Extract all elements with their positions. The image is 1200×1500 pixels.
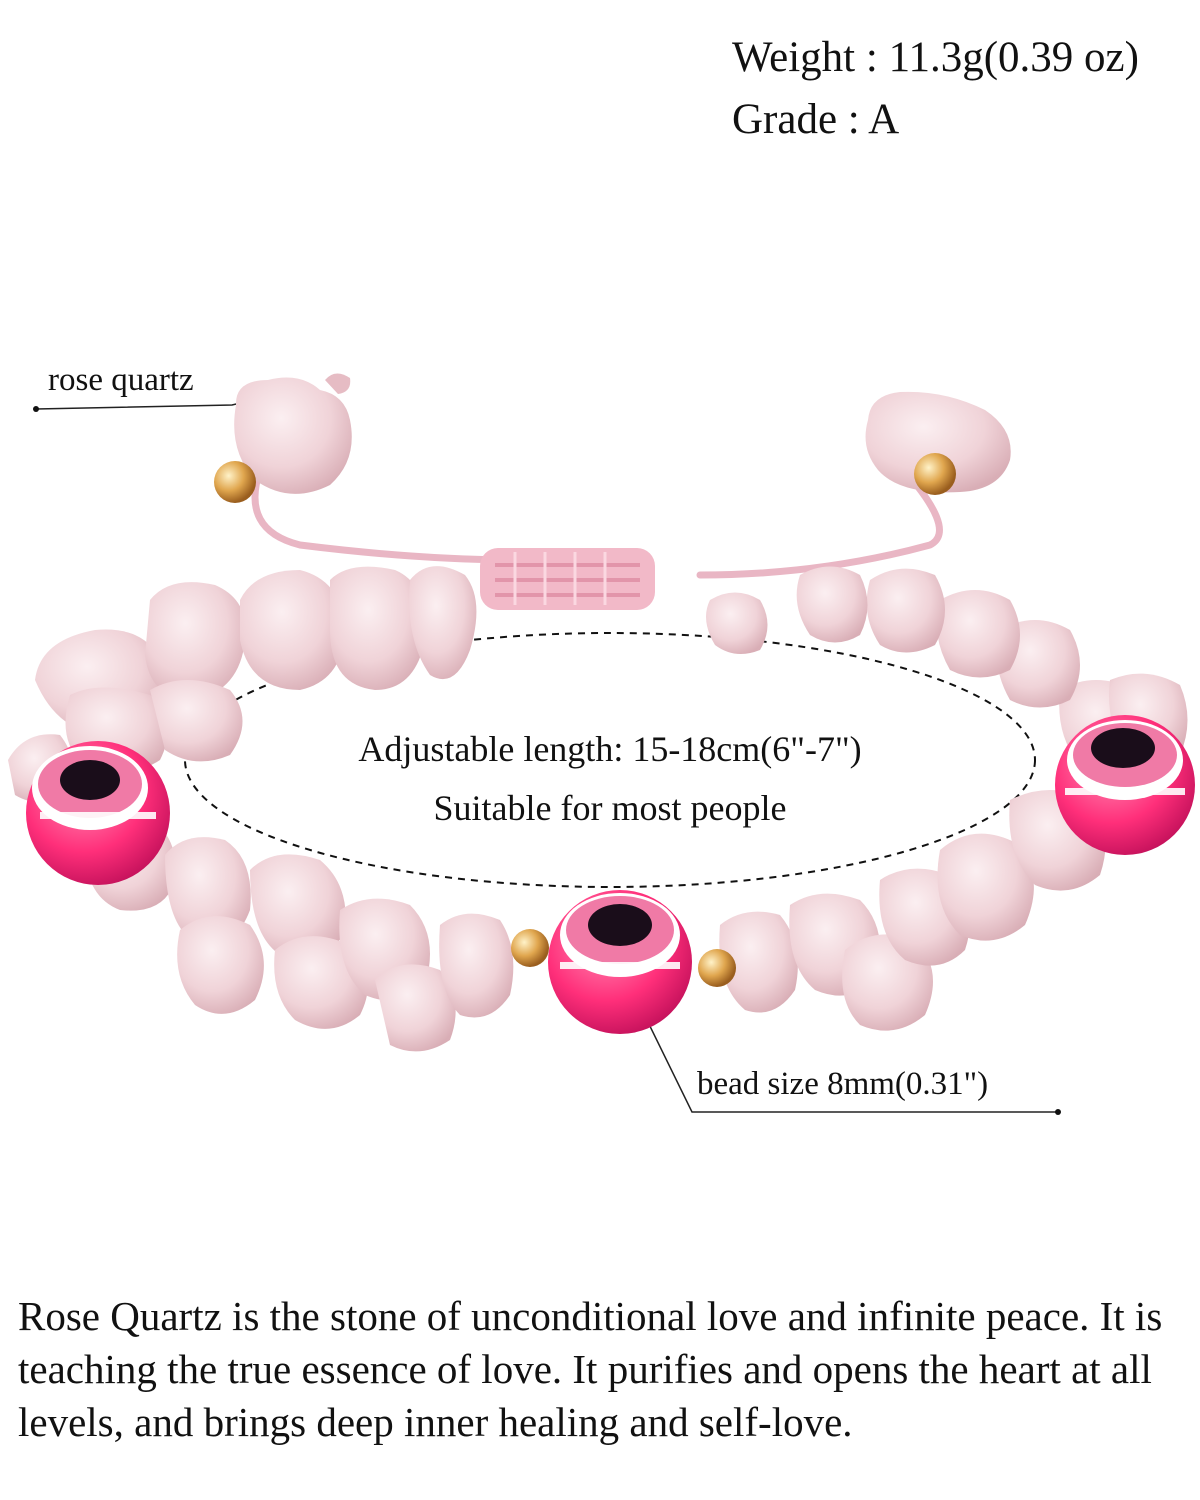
cord (251, 456, 943, 579)
rose-quartz-label: rose quartz (48, 362, 194, 398)
suitability-text: Suitable for most people (433, 788, 787, 828)
grade-spec: Grade : A (732, 96, 900, 143)
macrame-knot (480, 548, 655, 610)
quartz-chips (8, 566, 1188, 1052)
callout-line-rose-quartz (35, 397, 263, 410)
dashed-oval (184, 632, 1036, 888)
evil-eye-bead-right (1055, 715, 1195, 855)
weight-spec: Weight : 11.3g(0.39 oz) (732, 34, 1139, 81)
callout-dot-bead-size (1055, 1109, 1061, 1115)
end-stone-right (865, 391, 1011, 493)
bead-size-label: bead size 8mm(0.31") (697, 1066, 989, 1102)
spacer-gold-bead-left (511, 929, 549, 967)
spacer-gold-bead-right (698, 949, 736, 987)
callout-dot-rose-quartz (33, 406, 39, 412)
end-gold-bead-left (214, 461, 256, 503)
product-description: Rose Quartz is the stone of unconditiona… (18, 1293, 1163, 1445)
evil-eye-bead-center (548, 890, 692, 1034)
end-gold-bead-right (914, 453, 956, 495)
adjustable-length-text: Adjustable length: 15-18cm(6"-7") (358, 729, 862, 769)
end-stone-left (234, 373, 352, 494)
evil-eye-bead-left (26, 741, 170, 885)
